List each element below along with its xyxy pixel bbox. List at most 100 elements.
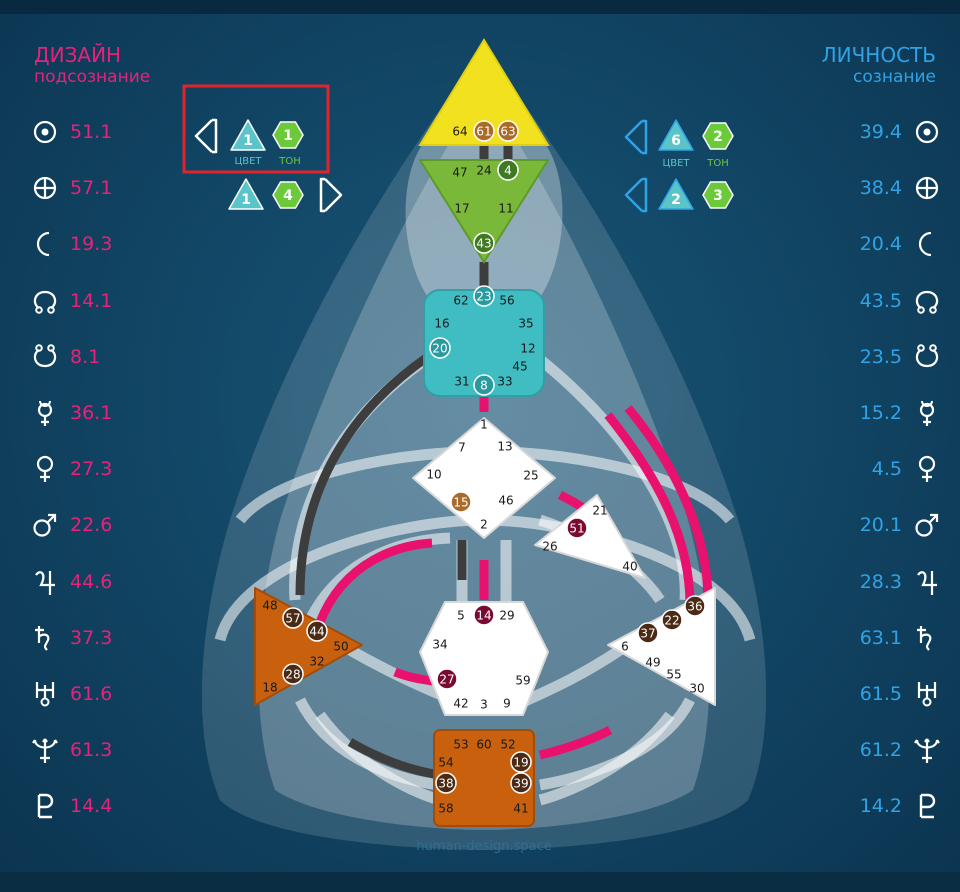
left-arrow-icon	[624, 119, 648, 155]
saturn-icon	[912, 623, 942, 653]
gate-marker	[684, 595, 706, 617]
personality-planet-value: 28.3	[859, 570, 902, 593]
gate-marker	[306, 620, 328, 642]
design-planet-row[interactable]: 37.3	[30, 623, 130, 653]
personality-planet-row[interactable]: 38.4	[842, 173, 942, 203]
gate-marker	[450, 491, 472, 513]
design-planet-value: 44.6	[70, 570, 113, 593]
color-value: 6	[671, 133, 681, 149]
personality-planet-row[interactable]: 43.5	[842, 286, 942, 316]
design-planet-row[interactable]: 51.1	[30, 117, 130, 147]
personality-planet-row[interactable]: 14.2	[842, 791, 942, 821]
highlight-box	[182, 84, 330, 174]
design-planet-row[interactable]: 14.4	[30, 791, 130, 821]
gate-34: 34	[432, 638, 447, 652]
neptune-icon	[912, 735, 942, 765]
gate-57: 57	[285, 612, 300, 626]
gate-47: 47	[452, 166, 467, 180]
tone-value: 1	[283, 128, 293, 144]
design-header: ДИЗАЙН подсознание	[34, 44, 150, 88]
personality-planet-row[interactable]: 39.4	[842, 117, 942, 147]
tone-hexagon	[702, 122, 734, 150]
gate-12: 12	[520, 342, 535, 356]
jupiter-icon	[30, 567, 60, 597]
gate-24: 24	[476, 164, 491, 178]
earth-icon	[912, 173, 942, 203]
personality-planet-row[interactable]: 61.2	[842, 735, 942, 765]
design-subtitle: подсознание	[34, 67, 151, 87]
uranus-icon	[30, 679, 60, 709]
gate-30: 30	[689, 682, 704, 696]
gate-19: 19	[513, 756, 528, 770]
mercury-icon	[912, 398, 942, 428]
personality-planet-row[interactable]: 63.1	[842, 623, 942, 653]
gate-61: 61	[476, 125, 491, 139]
pluto-icon	[912, 791, 942, 821]
north-node-icon	[912, 286, 942, 316]
gate-20: 20	[432, 342, 447, 356]
tone-value: 3	[713, 188, 723, 204]
personality-planet-row[interactable]: 4.5	[842, 454, 942, 484]
channel-track	[315, 711, 442, 806]
south-node-icon	[30, 342, 60, 372]
design-planet-value: 27.3	[70, 458, 113, 481]
personality-planet-row[interactable]: 28.3	[842, 567, 942, 597]
root-center	[433, 729, 535, 827]
personality-planet-value: 20.4	[859, 233, 902, 256]
gate-32: 32	[309, 655, 324, 669]
gate-58: 58	[438, 802, 453, 816]
variable-label: ТОН	[278, 156, 301, 167]
design-planet-row[interactable]: 19.3	[30, 229, 130, 259]
personality-planet-row[interactable]: 20.1	[842, 510, 942, 540]
gate-29: 29	[499, 609, 514, 623]
gate-marker	[510, 751, 532, 773]
design-planet-row[interactable]: 27.3	[30, 454, 130, 484]
gate-2: 2	[480, 518, 488, 532]
gate-43: 43	[476, 237, 491, 251]
gate-8: 8	[480, 379, 488, 393]
gate-marker	[473, 285, 495, 307]
active-channel	[624, 405, 713, 601]
head-center	[418, 38, 550, 146]
tone-value: 2	[713, 129, 723, 145]
personality-planet-row[interactable]: 61.5	[842, 679, 942, 709]
color-triangle	[230, 119, 266, 151]
right-arrow-icon	[319, 177, 343, 213]
design-planet-row[interactable]: 36.1	[30, 398, 130, 428]
throat-center	[423, 289, 545, 397]
active-channel	[604, 412, 695, 606]
design-planet-row[interactable]: 8.1	[30, 342, 130, 372]
gate-marker	[497, 159, 519, 181]
color-triangle	[658, 178, 694, 210]
design-planet-row[interactable]: 61.3	[30, 735, 130, 765]
top-frame	[0, 0, 960, 14]
venus-icon	[912, 454, 942, 484]
gate-6: 6	[621, 640, 629, 654]
design-planet-row[interactable]: 22.6	[30, 510, 130, 540]
g-center	[412, 417, 556, 539]
gate-23: 23	[476, 290, 491, 304]
gate-33: 33	[497, 375, 512, 389]
personality-planet-row[interactable]: 23.5	[842, 342, 942, 372]
gate-63: 63	[500, 125, 515, 139]
gate-56: 56	[499, 294, 514, 308]
design-planet-row[interactable]: 14.1	[30, 286, 130, 316]
personality-planet-value: 38.4	[859, 177, 902, 200]
gate-17: 17	[454, 202, 469, 216]
gate-44: 44	[309, 625, 324, 639]
gate-26: 26	[542, 540, 557, 554]
gate-22: 22	[664, 614, 679, 628]
gate-50: 50	[333, 640, 348, 654]
design-planet-row[interactable]: 44.6	[30, 567, 130, 597]
personality-planet-value: 4.5	[871, 458, 902, 481]
design-planet-value: 14.1	[70, 289, 113, 312]
gate-16: 16	[434, 317, 449, 331]
moon-icon	[30, 229, 60, 259]
gate-36: 36	[687, 600, 702, 614]
design-planet-row[interactable]: 61.6	[30, 679, 130, 709]
active-channel	[295, 346, 441, 596]
personality-planet-row[interactable]: 20.4	[842, 229, 942, 259]
design-planet-row[interactable]: 57.1	[30, 173, 130, 203]
personality-planet-row[interactable]: 15.2	[842, 398, 942, 428]
